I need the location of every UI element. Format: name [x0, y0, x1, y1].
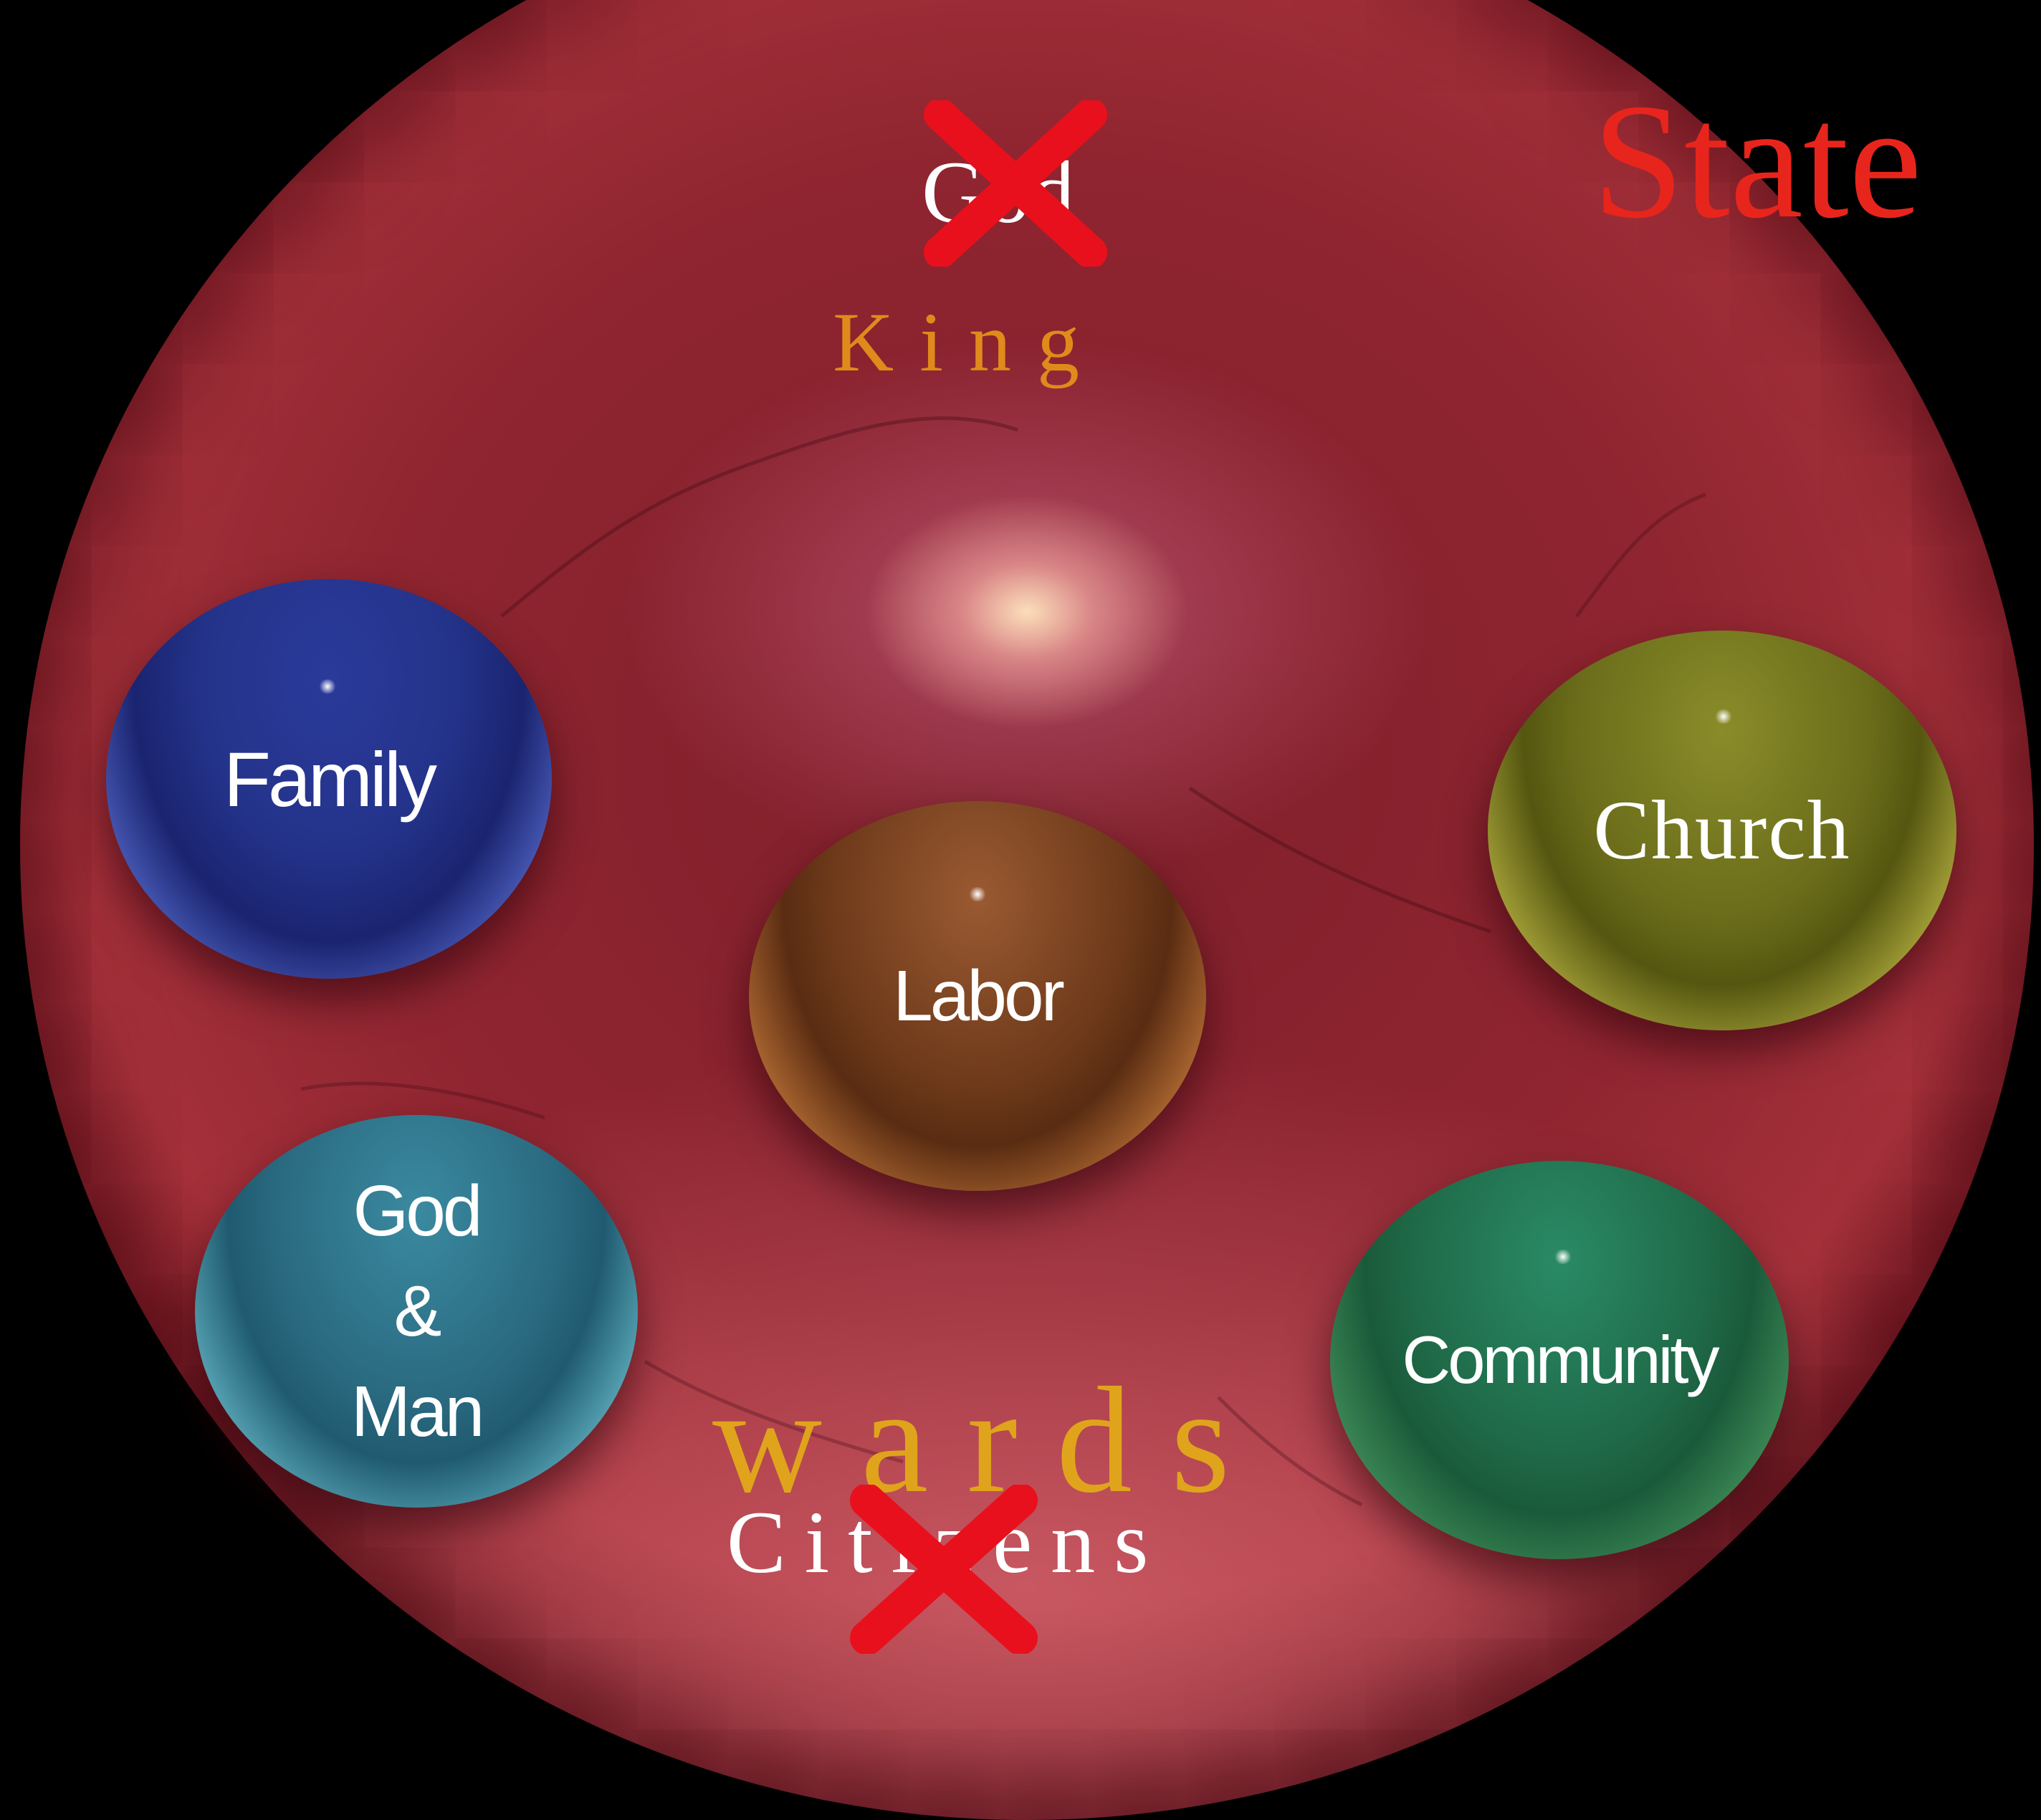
red-x-icon	[922, 100, 1109, 267]
sphere-highlight	[1714, 709, 1733, 724]
god-and-man-label: God & Man	[351, 1161, 482, 1462]
god-and-man-line-1: God	[351, 1161, 482, 1261]
red-x-icon	[847, 1485, 1041, 1654]
state-diagram: State God King Family Labor Church God &…	[0, 0, 2041, 1670]
labor-label: Labor	[893, 955, 1062, 1038]
labor-sphere: Labor	[749, 801, 1206, 1191]
community-label: Community	[1402, 1321, 1716, 1399]
sphere-highlight	[968, 887, 987, 901]
sphere-highlight	[1554, 1250, 1572, 1264]
family-sphere: Family	[106, 579, 552, 979]
god-and-man-line-3: Man	[351, 1361, 482, 1462]
state-title: State	[1592, 66, 1922, 256]
church-label: Church	[1593, 782, 1850, 879]
community-sphere: Community	[1330, 1161, 1789, 1559]
family-label: Family	[224, 734, 434, 824]
god-and-man-line-2: &	[351, 1261, 482, 1361]
king-word: King	[833, 294, 1105, 391]
church-sphere: Church	[1488, 631, 1956, 1030]
sphere-highlight	[318, 679, 337, 694]
god-and-man-sphere: God & Man	[195, 1115, 638, 1508]
